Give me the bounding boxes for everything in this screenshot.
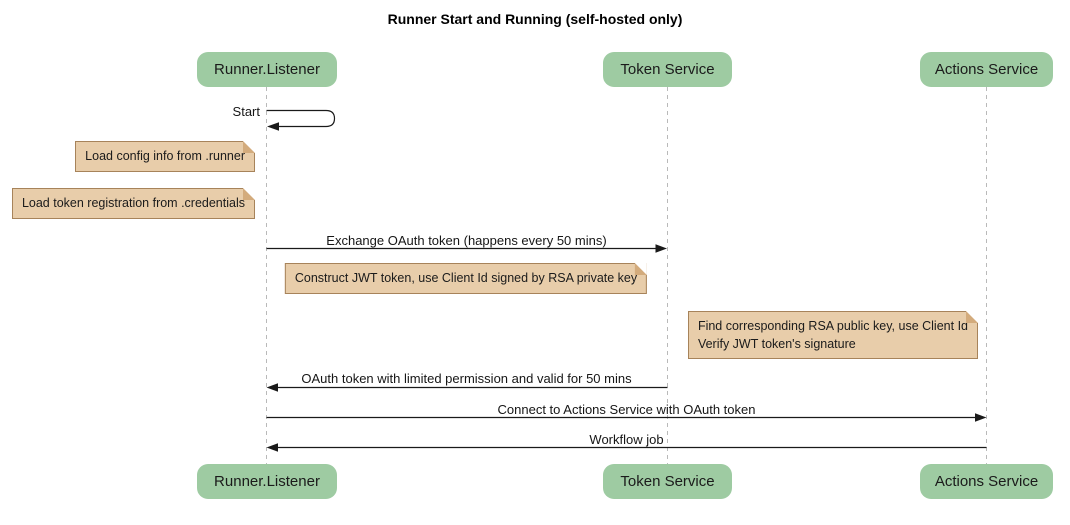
participant-label: Token Service [620, 473, 715, 490]
message-label-workflow-job: Workflow job [589, 432, 664, 447]
participant-label: Runner.Listener [214, 61, 320, 78]
participant-runner-listener-top: Runner.Listener [197, 52, 337, 87]
message-label-exchange-oauth: Exchange OAuth token (happens every 50 m… [326, 233, 607, 248]
message-label-oauth-return: OAuth token with limited permission and … [301, 371, 632, 386]
participant-token-service-bottom: Token Service [603, 464, 732, 499]
arrowhead-oauth-return [266, 383, 278, 392]
message-label-start: Start [232, 104, 260, 119]
participant-token-service-top: Token Service [603, 52, 732, 87]
arrowhead-workflow-job [266, 443, 278, 452]
participant-actions-service-top: Actions Service [920, 52, 1053, 87]
participant-label: Actions Service [934, 61, 1039, 78]
arrowhead-exchange-oauth [655, 244, 667, 253]
participant-label: Runner.Listener [214, 473, 320, 490]
note-construct-jwt: Construct JWT token, use Client Id signe… [284, 263, 648, 294]
note-verify-jwt: Find corresponding RSA public key, use C… [687, 311, 979, 359]
note-load-config: Load config info from .runner [75, 141, 255, 172]
arrowhead-connect-actions [975, 413, 987, 422]
note-load-token-registration: Load token registration from .credential… [11, 188, 256, 219]
participant-label: Actions Service [934, 473, 1039, 490]
diagram-title: Runner Start and Running (self-hosted on… [387, 11, 683, 27]
self-arrow-start [266, 109, 336, 128]
participant-actions-service-bottom: Actions Service [920, 464, 1053, 499]
message-label-connect-actions: Connect to Actions Service with OAuth to… [497, 402, 756, 417]
participant-runner-listener-bottom: Runner.Listener [197, 464, 337, 499]
participant-label: Token Service [620, 61, 715, 78]
self-arrowhead-start [267, 122, 279, 131]
